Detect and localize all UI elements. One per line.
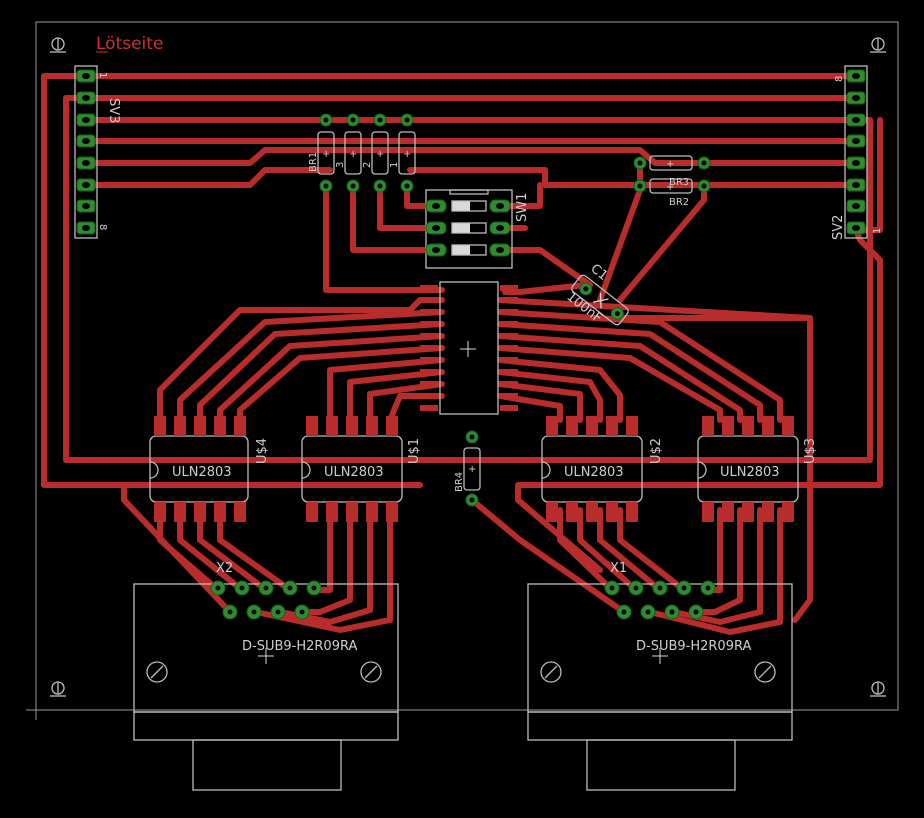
driver-u3: ULN2803 U$3 <box>697 416 818 522</box>
resistor-label-br2: BR2 <box>669 197 689 208</box>
copper-traces <box>41 73 883 635</box>
dsub-ref-x2: X2 <box>216 561 233 576</box>
svg-text:+: + <box>322 149 330 160</box>
switch-label: SW1 <box>515 193 530 222</box>
sv2-label: SV2 <box>831 215 846 240</box>
driver-ref-u1: U$1 <box>407 438 422 464</box>
driver-part-u1: ULN2803 <box>324 465 384 480</box>
ic-main <box>420 281 518 415</box>
resistor-label-1: 1 <box>389 162 400 168</box>
dsub-x1: X1 D-SUB9-H2R09RA <box>527 561 793 791</box>
dsub-x2: X2 D-SUB9-H2R09RA <box>133 561 399 791</box>
svg-text:+: + <box>468 464 476 475</box>
dsub-ref-x1: X1 <box>610 561 627 576</box>
driver-part-u3: ULN2803 <box>720 465 780 480</box>
resistor-label-2: 2 <box>362 162 373 168</box>
br4-label: BR4 <box>454 472 465 492</box>
mounting-hole-marks <box>50 37 886 697</box>
resistor-pair-right: + + BR3 BR2 <box>633 155 711 208</box>
dsub-part-x2: D-SUB9-H2R09RA <box>242 639 357 654</box>
switch-sw1: SW1 <box>425 189 530 269</box>
sv2-pin-first: 1 <box>872 228 883 234</box>
connector-sv2: SV2 1 8 <box>831 65 883 240</box>
resistor-label-br1: BR1 <box>308 152 319 172</box>
driver-ref-u4: U$4 <box>255 438 270 464</box>
svg-text:+: + <box>376 149 384 160</box>
sv2-pin-last: 8 <box>834 76 845 82</box>
dsub-part-x1: D-SUB9-H2R09RA <box>636 639 751 654</box>
resistor-br4: + BR4 <box>454 430 481 507</box>
svg-text:+: + <box>666 182 674 193</box>
connector-sv3: SV3 1 8 <box>74 65 121 239</box>
resistor-label-3: 3 <box>335 162 346 168</box>
board-outline <box>35 21 899 711</box>
driver-u1: ULN2803 U$1 <box>301 416 422 522</box>
sv3-pin-last: 8 <box>97 224 108 230</box>
sv3-pin-first: 1 <box>97 72 108 78</box>
driver-ref-u3: U$3 <box>803 438 818 464</box>
driver-part-u4: ULN2803 <box>172 465 232 480</box>
svg-text:+: + <box>349 149 357 160</box>
sv3-label: SV3 <box>106 98 121 123</box>
driver-u2: ULN2803 U$2 <box>541 416 664 522</box>
resistor-array-top: + + + + BR1 3 2 1 <box>308 113 416 193</box>
board-title: Lötseite <box>96 34 163 54</box>
driver-ref-u2: U$2 <box>649 438 664 464</box>
svg-text:+: + <box>666 159 674 170</box>
svg-text:+: + <box>403 149 411 160</box>
origin-cross <box>26 700 46 720</box>
driver-u4: ULN2803 U$4 <box>149 416 270 522</box>
driver-part-u2: ULN2803 <box>564 465 624 480</box>
resistor-label-br3: BR3 <box>669 177 689 188</box>
